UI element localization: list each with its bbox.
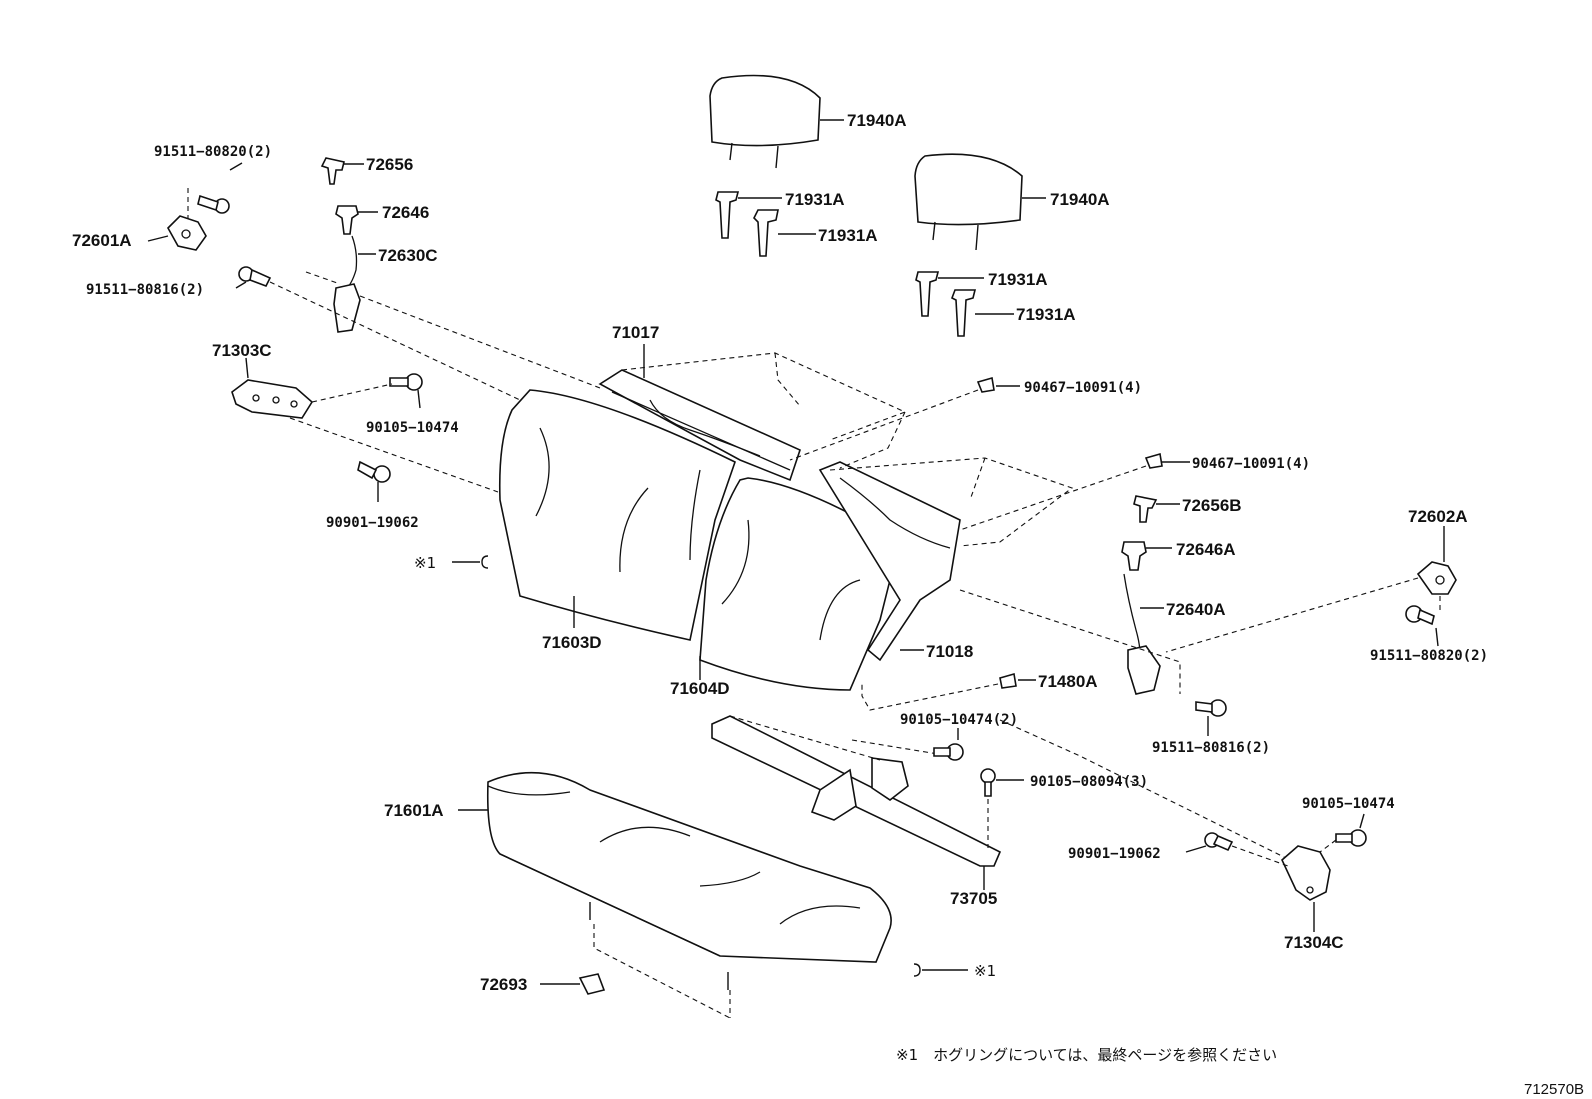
label-71931A-3: 71931A bbox=[988, 270, 1048, 289]
cable-72630C bbox=[333, 235, 361, 333]
knob-72646A bbox=[1121, 541, 1147, 571]
label-90105-08094: 90105−08094(3) bbox=[1030, 774, 1148, 790]
label-71601A: 71601A bbox=[384, 801, 444, 820]
label-71603D: 71603D bbox=[542, 633, 602, 652]
label-72602A: 72602A bbox=[1408, 507, 1468, 526]
label-72640A: 72640A bbox=[1166, 600, 1226, 619]
label-73705: 73705 bbox=[950, 889, 997, 908]
bolt-90105-08094 bbox=[980, 768, 996, 797]
bolt-90105-left bbox=[389, 373, 423, 391]
label-71931A-2: 71931A bbox=[818, 226, 878, 245]
nut-90467-a bbox=[976, 376, 995, 393]
pin-72656B bbox=[1133, 495, 1158, 523]
label-90467-10091-b: 90467−10091(4) bbox=[1192, 456, 1310, 472]
label-71304C: 71304C bbox=[1284, 933, 1344, 952]
seatback-frame-71017 bbox=[598, 369, 801, 482]
label-71303C: 71303C bbox=[212, 341, 272, 360]
hinge-71303C bbox=[231, 379, 314, 419]
label-91511-80820-left: 91511−80820(2) bbox=[154, 144, 272, 160]
clip-72693 bbox=[578, 902, 729, 995]
knob-72646 bbox=[335, 205, 359, 235]
label-72656: 72656 bbox=[366, 155, 413, 174]
nut-71480A bbox=[999, 672, 1017, 689]
ref-mark-left: ※1 bbox=[414, 554, 436, 572]
footnote: ※1 ホグリングについては、最終ページを参照ください bbox=[896, 1046, 1277, 1064]
screw-90901-left bbox=[357, 460, 391, 483]
label-71018: 71018 bbox=[926, 642, 973, 661]
label-72646A: 72646A bbox=[1176, 540, 1236, 559]
bolt-90105-10474-center bbox=[933, 743, 964, 761]
nut-90467-b bbox=[1144, 452, 1163, 469]
bolt-91511-80816-left bbox=[238, 266, 272, 288]
striker-72602A bbox=[1416, 561, 1457, 595]
label-71940A-upper: 71940A bbox=[847, 111, 907, 130]
label-90105-10474-right: 90105−10474 bbox=[1302, 796, 1395, 812]
label-90105-10474-left: 90105−10474 bbox=[366, 420, 459, 436]
hinge-71304C bbox=[1281, 845, 1331, 901]
seat-cushion-71601A bbox=[486, 771, 892, 963]
bolt-91511-left bbox=[197, 194, 230, 214]
bolt-90105-10474-right bbox=[1335, 829, 1367, 847]
label-91511-80820-right: 91511−80820(2) bbox=[1370, 648, 1488, 664]
label-72630C: 72630C bbox=[378, 246, 438, 265]
label-91511-80816-left: 91511−80816(2) bbox=[86, 282, 204, 298]
label-91511-80816-right: 91511−80816(2) bbox=[1152, 740, 1270, 756]
ref-mark-right: ※1 bbox=[974, 962, 996, 980]
label-71480A: 71480A bbox=[1038, 672, 1098, 691]
headrest-lower bbox=[914, 153, 1023, 251]
striker-72601A bbox=[167, 215, 207, 251]
headrest-guides bbox=[715, 191, 977, 337]
label-72693: 72693 bbox=[480, 975, 527, 994]
label-90901-19062-right: 90901−19062 bbox=[1068, 846, 1161, 862]
seatback-71603D bbox=[498, 389, 736, 641]
headrest-upper bbox=[709, 74, 821, 169]
label-72646: 72646 bbox=[382, 203, 429, 222]
pin-72656 bbox=[320, 157, 345, 185]
bolt-91511-80820-right bbox=[1405, 605, 1435, 626]
label-90467-10091-a: 90467−10091(4) bbox=[1024, 380, 1142, 396]
label-71931A-4: 71931A bbox=[1016, 305, 1076, 324]
label-71604D: 71604D bbox=[670, 679, 730, 698]
screw-90901-19062-right bbox=[1204, 832, 1234, 852]
label-71931A-1: 71931A bbox=[785, 190, 845, 209]
bolt-91511-80816-right bbox=[1195, 699, 1227, 717]
label-90105-10474-2: 90105−10474(2) bbox=[900, 712, 1018, 728]
diagram-id: 712570B bbox=[1524, 1081, 1584, 1098]
label-72601A: 72601A bbox=[72, 231, 132, 250]
seat-frame-73705 bbox=[711, 715, 1002, 867]
seatback-frame-71018 bbox=[818, 461, 961, 662]
seatback-71604D bbox=[699, 477, 896, 691]
label-71017: 71017 bbox=[612, 323, 659, 342]
label-71940A-lower: 71940A bbox=[1050, 190, 1110, 209]
label-90901-19062-left: 90901−19062 bbox=[326, 515, 419, 531]
cable-72640A bbox=[1123, 573, 1161, 695]
label-72656B: 72656B bbox=[1182, 496, 1242, 515]
